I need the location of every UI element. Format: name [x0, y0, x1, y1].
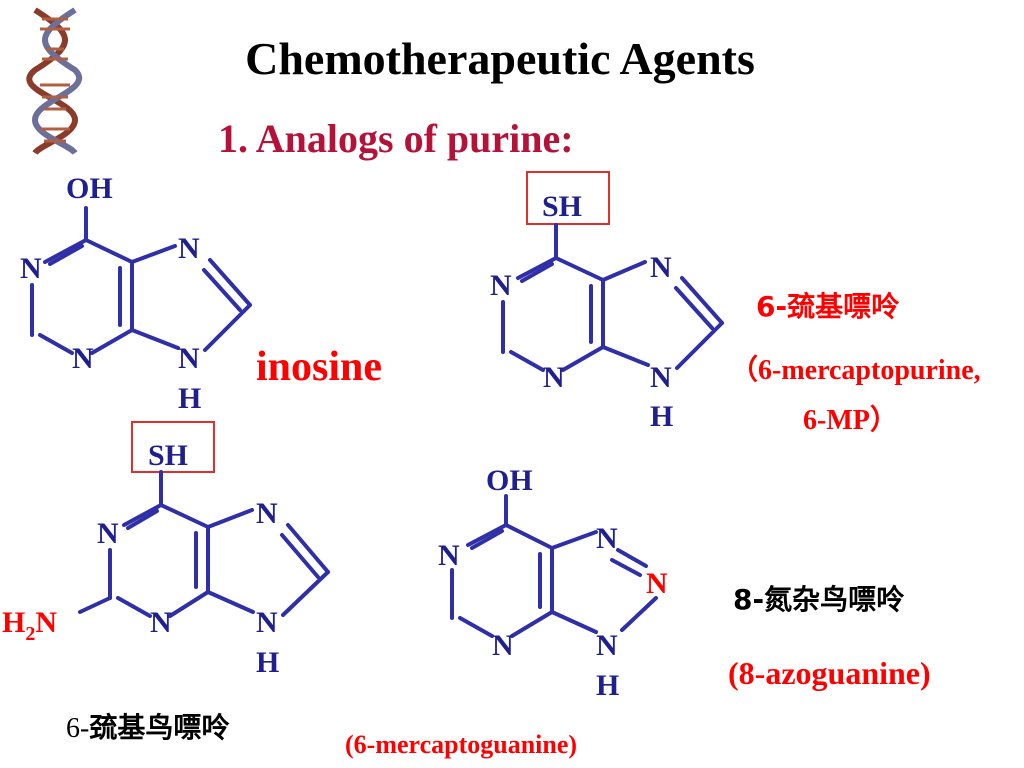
- azo-cn-name: 8-氮杂鸟嘌呤: [733, 583, 905, 616]
- inosine-h-label: H: [178, 382, 201, 415]
- mp-n1-label: N: [490, 269, 512, 302]
- mg-amino-label: H2N: [2, 606, 57, 645]
- inosine-n9-label: N: [178, 342, 200, 375]
- azo-h-label: H: [596, 669, 619, 702]
- azo-en-name: (8-azoguanine): [728, 655, 931, 691]
- inosine-oh-label: OH: [66, 172, 113, 205]
- mp-n9-label: N: [650, 361, 672, 394]
- azo-n3-label: N: [492, 629, 514, 662]
- inosine-n7-label: N: [178, 232, 200, 265]
- mg-h-label: H: [256, 646, 279, 679]
- mg-cn-name: 6-巯基鸟嘌呤: [66, 711, 230, 744]
- inosine-name: inosine: [256, 344, 383, 390]
- mp-h-label: H: [650, 400, 673, 433]
- mp-en-name-line1: （6-mercaptopurine,: [730, 355, 981, 386]
- mg-n9-label: N: [256, 606, 278, 639]
- mp-n7-label: N: [650, 251, 672, 284]
- mp-n3-label: N: [543, 361, 565, 394]
- dna-helix-icon: [26, 7, 82, 155]
- mg-n3-label: N: [150, 606, 172, 639]
- azo-n8-label: N: [646, 567, 668, 600]
- inosine-n1-label: N: [20, 252, 42, 285]
- mp-sh-label: SH: [542, 190, 582, 223]
- mg-n1-label: N: [97, 517, 119, 550]
- mg-n7-label: N: [256, 497, 278, 530]
- azo-n9-label: N: [596, 629, 618, 662]
- mp-en-name-line2: 6-MP）: [803, 405, 898, 436]
- azo-n1-label: N: [438, 539, 460, 572]
- azo-oh-label: OH: [486, 464, 533, 497]
- section-subtitle: 1. Analogs of purine:: [218, 116, 574, 161]
- azo-n7-label: N: [596, 522, 618, 555]
- page-title: Chemotherapeutic Agents: [245, 33, 755, 84]
- inosine-n3-label: N: [72, 342, 94, 375]
- mp-cn-name: 6-巯基嘌呤: [756, 290, 900, 323]
- mg-en-name: (6-mercaptoguanine): [345, 730, 578, 759]
- mg-sh-label: SH: [148, 439, 188, 472]
